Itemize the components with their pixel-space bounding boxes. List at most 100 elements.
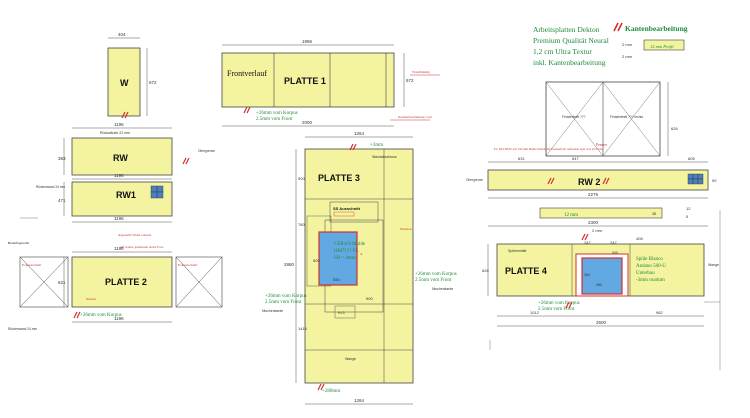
frontverlauf-label: Frontverlauf: [227, 69, 267, 78]
note-front-3: 2.5mm vom Front: [265, 300, 302, 305]
bedarfsgerecht-note: Bedarfsgerecht: [8, 241, 29, 245]
socket-tile: [150, 191, 158, 199]
dim-672a: 672: [149, 80, 157, 85]
note-3mm: +3mm: [370, 143, 383, 148]
plate-1-label: PLATTE 1: [284, 76, 326, 86]
window-elevation: Fensterbrett ??? Fensterbrett ??? rechts…: [494, 81, 678, 157]
dim-760: 760: [298, 222, 305, 227]
dim-1264b: 1264: [354, 398, 365, 403]
plate-2: abgestellt Wand eckend auf Kante gemesse…: [8, 233, 223, 331]
edge-mark-icon: [243, 106, 251, 114]
nischenkante-left: Nischenkante: [262, 309, 283, 313]
socket-tile: [692, 173, 699, 180]
spuele-line-4: -3mm rundum: [636, 278, 665, 283]
dim-1196a: 1196: [114, 122, 124, 127]
dim-1196c: 1196: [114, 216, 124, 221]
auf-kante-note: auf Kante gemessen siehe Foto: [120, 245, 164, 249]
plate-3: 1264 +3mm Wandabschluss PLATTE 3 SS Auss…: [262, 131, 457, 405]
socket-tile: [156, 191, 164, 199]
obergrenze-note-2: Obergrenze: [466, 178, 483, 182]
dim-2860: 2860: [284, 262, 295, 267]
dim-1264a: 1264: [354, 131, 365, 136]
note-korpus-3: +26mm vom Korpus: [265, 294, 307, 299]
plate-4: 2 mm 247 247 406 Spülenmitte PLATTE 4 35…: [482, 210, 721, 370]
plate-rw1: 1196 RW1 471 Rückenwand 24 mm 1196: [20, 173, 173, 223]
legend-box-label: 12 mm Profil: [650, 44, 674, 49]
edge-mark-icon: [121, 111, 129, 119]
dim-247b: 247: [610, 240, 617, 245]
legend-slash-icon: [613, 22, 623, 32]
dim-247a: 247: [584, 240, 591, 245]
dim-626b: 626: [482, 268, 489, 273]
spuelenmitte-note: Spülenmitte: [508, 249, 527, 253]
legend-row-1: 2 mm: [622, 42, 633, 47]
plate-rw1-rect: [71, 181, 173, 217]
strip-12mm-rect: [539, 207, 663, 219]
fenster-right-note: Fensterbrett ??? rechts: [610, 115, 643, 119]
ss-hint: [333, 211, 355, 217]
plate-rw: 1196 Rückwände 22 mm RW 383 Obergrenze: [58, 122, 215, 176]
header-line-1: Arbeitsplatten Dekton: [533, 25, 600, 34]
dim-471: 471: [58, 198, 66, 203]
socket-tile: [697, 178, 704, 185]
abgestellt-note: abgestellt Wand eckend: [118, 233, 151, 237]
ss-ausschnitt-label: SS Ausschnitt: [333, 206, 361, 211]
plate-3-label: PLATTE 3: [318, 173, 360, 183]
dim-672b: 672: [406, 78, 414, 83]
strip-12mm-label: 12 mm: [564, 213, 578, 218]
note-korpus-2: +26mm vom Korpus: [80, 313, 122, 318]
rueckenwand-note: Rückenwand 24 mm: [36, 185, 65, 189]
header-line-2: Premium Qualität Neural: [533, 36, 609, 45]
header-line-3: 1,2 cm Ultra Textur: [533, 47, 592, 56]
note-front-5: 2.5mm vom Front: [538, 307, 575, 312]
nischen-note-3: Nischen: [400, 227, 412, 231]
dim-621: 621: [58, 280, 66, 285]
dim-2mm: 2 mm: [592, 228, 603, 233]
a-note: A: [360, 252, 363, 256]
plate-rw2-label: RW 2: [578, 177, 600, 187]
plate-w-label: W: [120, 78, 129, 88]
dim-550: 550: [333, 277, 340, 282]
marker-box: [334, 305, 356, 319]
dim-2600: 2600: [596, 320, 607, 325]
fenstersims-note: Fensterbrett ???: [562, 115, 586, 119]
wange-note-3: Wange: [345, 357, 356, 361]
spuele-line-3: Unterbau: [636, 271, 655, 276]
plate-rw2-rect: [487, 169, 709, 191]
ceran-cutout: [318, 231, 358, 286]
socket-tile: [697, 173, 704, 180]
socket-tile: [687, 178, 694, 185]
edge-mark-icon: [602, 177, 610, 185]
note-280: +280mm: [322, 389, 340, 394]
dim-500b: 500: [612, 251, 618, 255]
dim-631: 631: [518, 156, 525, 161]
socket-tile: [156, 185, 164, 193]
plate-rw2: 631 647 605 RW 2 59 Obergrenze 2279: [466, 156, 717, 199]
note-front-4: 2.5mm vom Front: [415, 278, 452, 283]
cross-line: [545, 81, 604, 157]
cross-line: [602, 81, 661, 157]
edge-mark-icon: [73, 311, 81, 319]
note-korpus-4: +26mm vom Korpus: [415, 272, 457, 277]
plate-rw1-label: RW1: [116, 190, 136, 200]
rueckwaende-note: Rückwände 22 mm: [100, 131, 130, 135]
header-block: Arbeitsplatten Dekton Premium Qualität N…: [533, 22, 688, 67]
spuele-line-1: Spüle Blanco: [636, 257, 663, 262]
wange-note-4: Wange: [708, 263, 719, 267]
hx-note: H=3: [338, 311, 345, 315]
ceran-line-1: CERAN Mulde: [334, 242, 366, 247]
kanten-vorn-note: Kantenbearbeitung vorn: [398, 115, 432, 119]
socket-tile: [687, 173, 694, 180]
eckausschnitt-left: Eckausschnitt: [22, 263, 41, 267]
nischenkante-right: Nischenkante: [432, 287, 453, 291]
dim-59: 59: [712, 178, 717, 183]
legend-sample-box: [643, 39, 685, 51]
dim-383: 383: [58, 156, 66, 161]
plate-1-rect: [221, 52, 395, 108]
plate-w-rect: [107, 47, 141, 117]
dim-982: 982: [656, 310, 663, 315]
plate-w: 404 W 672: [107, 32, 157, 119]
plate-2-label: PLATTE 2: [105, 277, 147, 287]
dim-406: 406: [636, 236, 643, 241]
